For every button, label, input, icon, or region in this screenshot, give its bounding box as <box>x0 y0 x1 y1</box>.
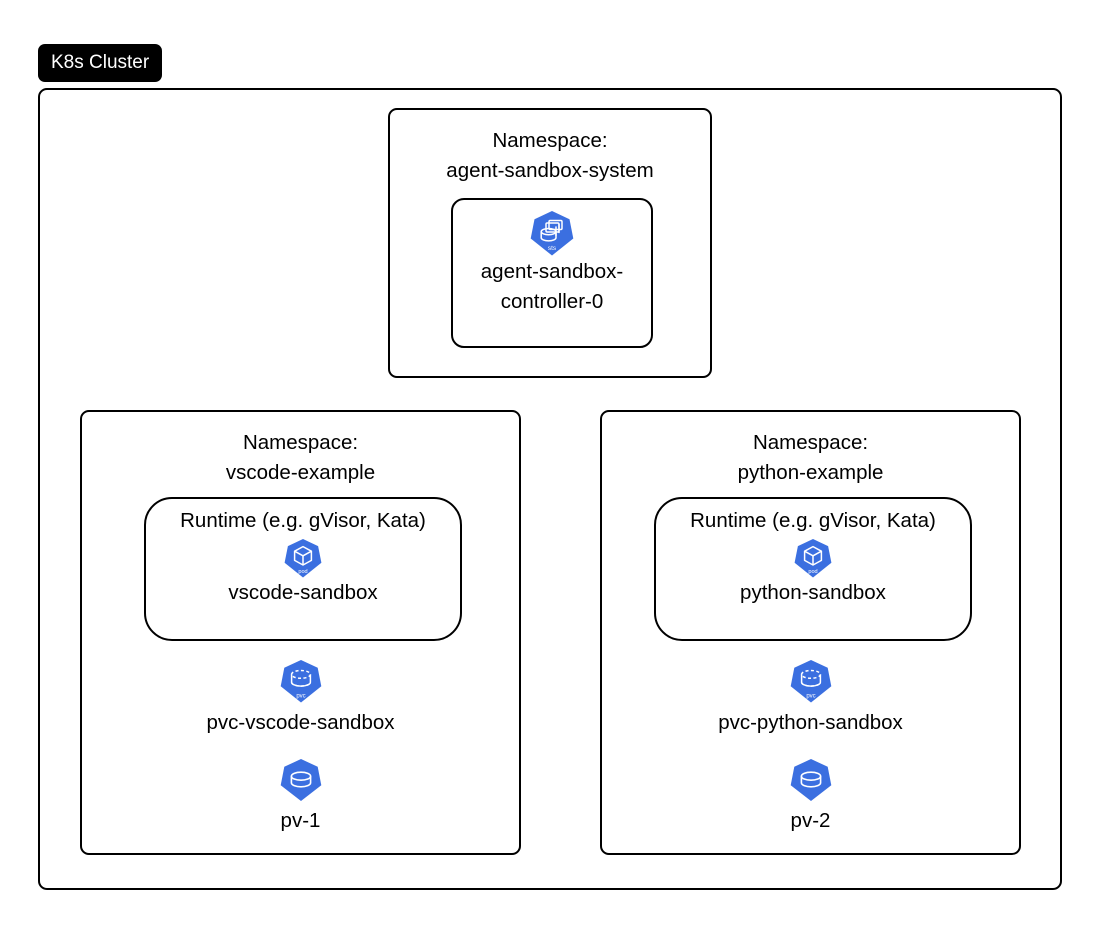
runtime-card: Runtime (e.g. gVisor, Kata) pod vscode-s… <box>144 497 462 641</box>
statefulset-label-line2: controller-0 <box>500 290 604 313</box>
cluster-boundary <box>38 88 1062 890</box>
pvc-icon: pvc <box>790 659 832 704</box>
statefulset-icon-badge: sts <box>548 245 556 252</box>
namespace-title: Namespace: agent-sandbox-system <box>390 126 710 186</box>
pvc-icon-badge: pvc <box>296 693 305 699</box>
pv-label: pv-2 <box>790 809 831 832</box>
pv-icon <box>280 757 322 802</box>
namespace-title: Namespace: vscode-example <box>82 428 519 488</box>
runtime-card: Runtime (e.g. gVisor, Kata) pod python-s… <box>654 497 972 641</box>
pv-group: pv-2 <box>602 757 1019 834</box>
pvc-group: pvc pvc-python-sandbox <box>602 659 1019 736</box>
pod-icon: pod <box>794 538 832 579</box>
pod-icon-badge: pod <box>298 569 307 575</box>
pod-icon: pod <box>284 538 322 579</box>
runtime-label: Runtime (e.g. gVisor, Kata) <box>180 509 426 532</box>
statefulset-label-line1: agent-sandbox- <box>480 260 624 283</box>
namespace-vscode-example: Namespace: vscode-example Runtime (e.g. … <box>80 410 521 855</box>
namespace-name: vscode-example <box>225 461 376 484</box>
statefulset-label: agent-sandbox- controller-0 <box>481 257 623 317</box>
pvc-icon-badge: pvc <box>806 693 815 699</box>
namespace-python-example: Namespace: python-example Runtime (e.g. … <box>600 410 1021 855</box>
pvc-group: pvc pvc-vscode-sandbox <box>82 659 519 736</box>
statefulset-card: sts agent-sandbox- controller-0 <box>451 198 653 348</box>
namespace-title-prefix: Namespace: <box>242 431 359 454</box>
pod-label: python-sandbox <box>740 581 886 604</box>
pvc-label: pvc-vscode-sandbox <box>206 711 395 734</box>
pvc-icon: pvc <box>280 659 322 704</box>
pvc-label: pvc-python-sandbox <box>718 711 903 734</box>
namespace-title-prefix: Namespace: <box>492 129 608 152</box>
statefulset-icon: sts <box>530 210 574 257</box>
pv-label: pv-1 <box>280 809 321 832</box>
namespace-agent-sandbox-system: Namespace: agent-sandbox-system sts agen… <box>388 108 712 378</box>
pv-group: pv-1 <box>82 757 519 834</box>
runtime-label: Runtime (e.g. gVisor, Kata) <box>690 509 936 532</box>
namespace-title: Namespace: python-example <box>602 428 1019 488</box>
namespace-name: python-example <box>737 461 884 484</box>
namespace-name: agent-sandbox-system <box>446 159 654 182</box>
pod-label: vscode-sandbox <box>228 581 378 604</box>
namespace-title-prefix: Namespace: <box>752 431 869 454</box>
pv-icon <box>790 757 832 802</box>
pod-icon-badge: pod <box>808 569 817 575</box>
cluster-tag: K8s Cluster <box>38 44 163 82</box>
